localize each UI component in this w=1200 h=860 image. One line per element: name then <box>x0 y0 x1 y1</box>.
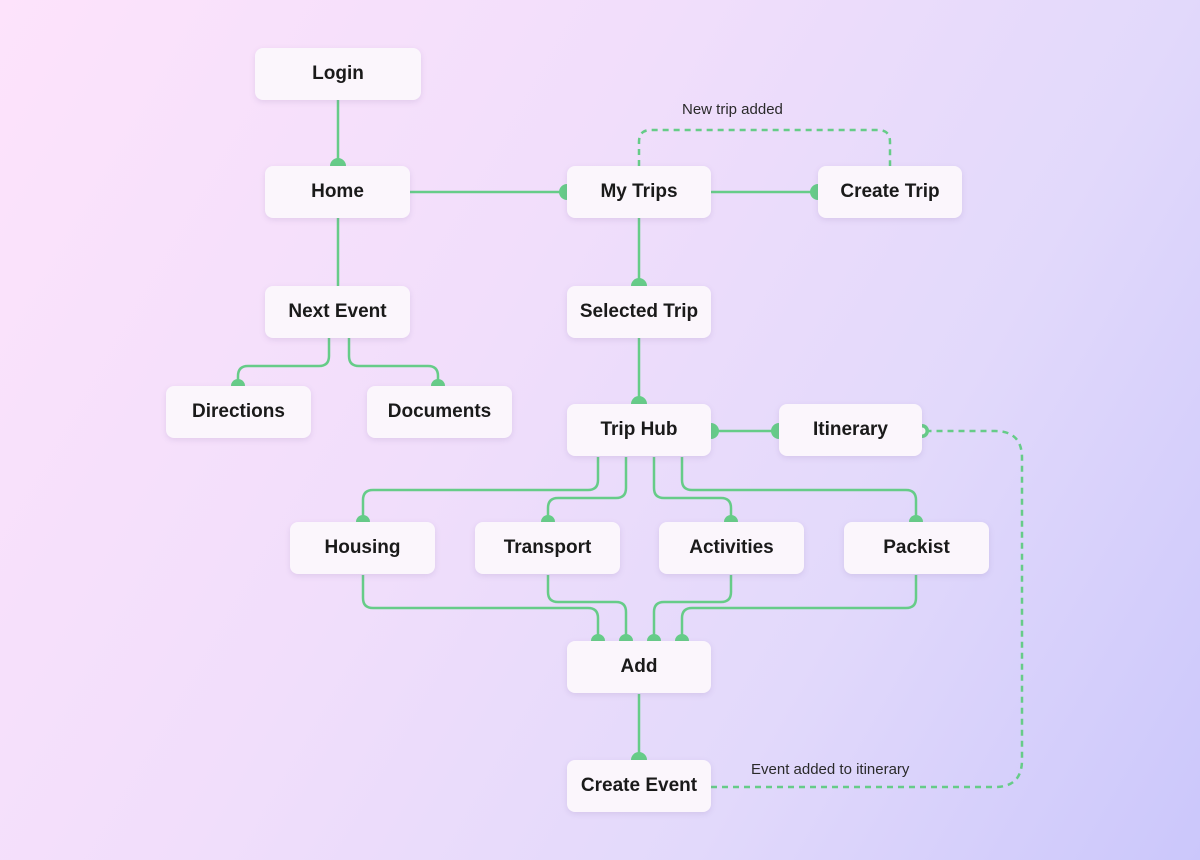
node-create-trip[interactable]: Create Trip <box>818 166 962 218</box>
node-documents[interactable]: Documents <box>367 386 512 438</box>
node-selected-trip[interactable]: Selected Trip <box>567 286 711 338</box>
node-next-event[interactable]: Next Event <box>265 286 410 338</box>
edge-activities-add <box>652 575 733 641</box>
edge-transport-add <box>546 575 628 641</box>
edge-createtrip-mytrips-dashed <box>637 128 892 166</box>
node-directions[interactable]: Directions <box>166 386 311 438</box>
node-login[interactable]: Login <box>255 48 421 100</box>
node-home[interactable]: Home <box>265 166 410 218</box>
edge-createevent-itinerary-dashed <box>711 429 1024 789</box>
node-itinerary[interactable]: Itinerary <box>779 404 922 456</box>
edge-nextevent-directions <box>236 338 331 386</box>
edge-nextevent-documents <box>347 338 440 386</box>
edge-triphub-housing <box>361 457 600 522</box>
node-trip-hub[interactable]: Trip Hub <box>567 404 711 456</box>
edge-triphub-activities <box>652 457 733 522</box>
node-housing[interactable]: Housing <box>290 522 435 574</box>
edge-triphub-packist <box>680 457 918 522</box>
label-event-added: Event added to itinerary <box>751 761 910 778</box>
node-create-event[interactable]: Create Event <box>567 760 711 812</box>
edge-packist-add <box>680 575 918 641</box>
edge-triphub-transport <box>546 457 628 522</box>
node-packist[interactable]: Packist <box>844 522 989 574</box>
node-transport[interactable]: Transport <box>475 522 620 574</box>
node-activities[interactable]: Activities <box>659 522 804 574</box>
node-add[interactable]: Add <box>567 641 711 693</box>
node-my-trips[interactable]: My Trips <box>567 166 711 218</box>
label-new-trip-added: New trip added <box>682 101 783 118</box>
edge-housing-add <box>361 575 600 641</box>
